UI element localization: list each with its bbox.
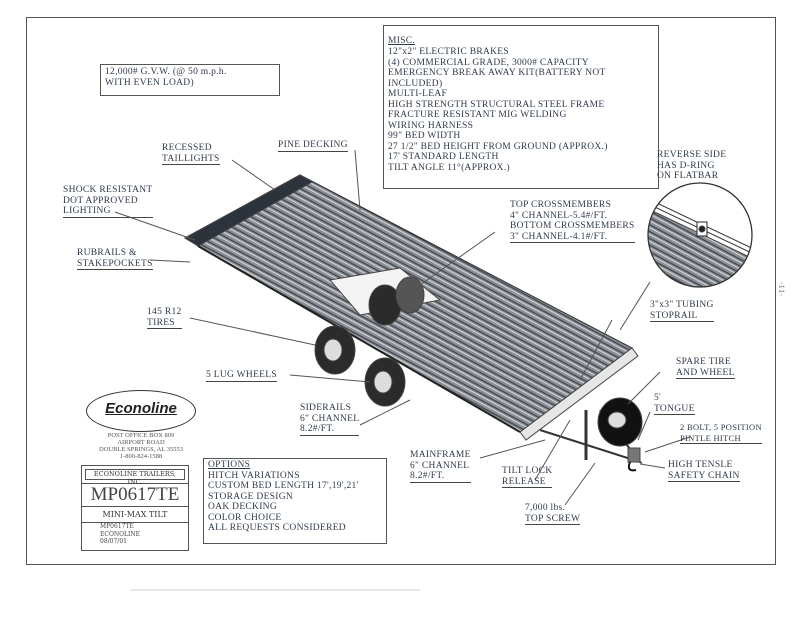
label-lug-wheels: 5 LUG WHEELS bbox=[206, 370, 277, 382]
spec-item: MULTI-LEAF bbox=[388, 89, 448, 99]
options-heading: OPTIONS bbox=[208, 460, 251, 470]
spec-item: CUSTOM BED LENGTH 17',19',21' bbox=[208, 481, 359, 491]
spec-item: 27 1/2" BED HEIGHT FROM GROUND (APPROX.) bbox=[388, 141, 608, 152]
spec-item: 12"x2" ELECTRIC BRAKES bbox=[388, 47, 509, 57]
pintle-hitch bbox=[627, 447, 641, 463]
spec-item: INCLUDED) bbox=[388, 78, 443, 89]
spec-item: OAK DECKING bbox=[208, 502, 278, 512]
title-row: 08/07/01 bbox=[100, 538, 127, 545]
d-ring-detail bbox=[648, 183, 752, 287]
page-number: -11- bbox=[776, 282, 785, 296]
label-pine-decking: PINE DECKING bbox=[278, 140, 348, 152]
spec-item: TILT ANGLE 11°(APPROX.) bbox=[388, 162, 510, 173]
title-row: MP0617TE bbox=[100, 523, 134, 530]
spec-item: 17' STANDARD LENGTH bbox=[388, 152, 499, 162]
title-block: ECONOLINE TRAILERS, INC. MP0617TE MINI-M… bbox=[81, 465, 189, 551]
label-rubrails: RUBRAILS &STAKEPOCKETS bbox=[77, 248, 153, 270]
spec-item: COLOR CHOICE bbox=[208, 512, 282, 523]
gvw-box: 12,000# G.V.W. (@ 50 m.p.h. WITH EVEN LO… bbox=[100, 64, 280, 96]
spec-item: HITCH VARIATIONS bbox=[208, 470, 300, 481]
spec-item: HIGH STRENGTH STRUCTURAL STEEL FRAME bbox=[388, 99, 605, 110]
title-company: ECONOLINE TRAILERS, INC. bbox=[85, 469, 185, 486]
spec-item: EMERGENCY BREAK AWAY KIT(BATTERY NOT bbox=[388, 68, 606, 78]
spec-item: ALL REQUESTS CONSIDERED bbox=[208, 523, 346, 533]
wheel-4 bbox=[395, 276, 425, 314]
misc-specs-box: MISC. 12"x2" ELECTRIC BRAKES(4) COMMERCI… bbox=[383, 25, 659, 189]
spec-item: (4) COMMERCIAL GRADE, 3000# CAPACITY bbox=[388, 57, 589, 68]
gvw-line2: WITH EVEN LOAD) bbox=[105, 77, 194, 88]
label-top-screw: 7,000 lbs.TOP SCREW bbox=[525, 503, 581, 525]
title-model: MP0617TE bbox=[82, 483, 188, 507]
spec-item: 99" BED WIDTH bbox=[388, 131, 461, 141]
safety-chain bbox=[627, 461, 637, 472]
spare-tire bbox=[597, 397, 643, 447]
title-name: MINI-MAX TILT bbox=[82, 507, 188, 523]
wheel-1 bbox=[314, 325, 356, 375]
wheel-2 bbox=[364, 357, 406, 407]
spec-item: FRACTURE RESISTANT MIG WELDING bbox=[388, 110, 567, 120]
leader-lines bbox=[114, 149, 691, 506]
taillight-bar bbox=[184, 174, 314, 247]
misc-heading: MISC. bbox=[388, 36, 416, 46]
spec-item: STORAGE DESIGN bbox=[208, 491, 294, 502]
label-tongue: 5'TONGUE bbox=[654, 393, 695, 415]
drawing-frame bbox=[26, 17, 776, 565]
title-row: ECONOLINE bbox=[100, 530, 141, 538]
gvw-line1: 12,000# G.V.W. (@ 50 m.p.h. bbox=[105, 67, 227, 77]
stoprail bbox=[519, 347, 639, 441]
econoline-logo: Econoline bbox=[86, 390, 196, 432]
spec-item: WIRING HARNESS bbox=[388, 120, 474, 131]
